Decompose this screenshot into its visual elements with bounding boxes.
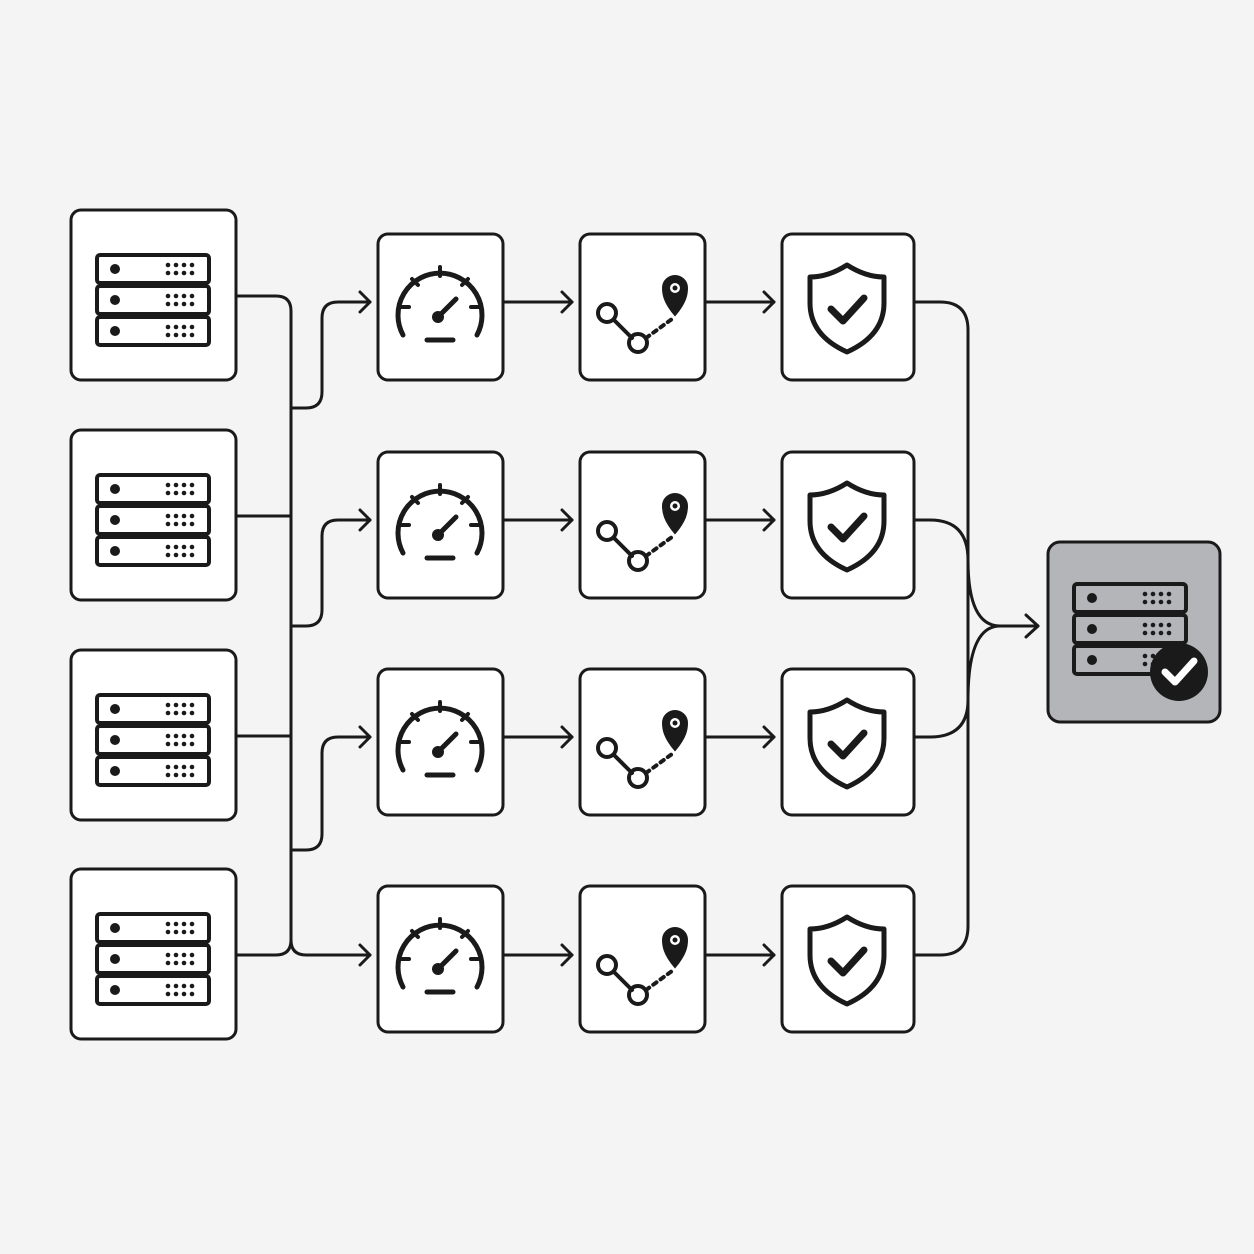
arrowhead — [358, 290, 372, 314]
pipeline-row-2 — [376, 450, 916, 600]
connector-arrow — [289, 300, 372, 410]
speed-card — [376, 232, 505, 382]
arrowhead — [1024, 613, 1040, 639]
bus-to-gauge-connectors — [289, 290, 372, 967]
pipeline-row-1 — [376, 232, 916, 382]
arrowhead — [560, 290, 574, 314]
source-connectors — [236, 294, 293, 957]
source-server-card-3 — [69, 648, 238, 822]
speed-card — [376, 667, 505, 817]
arrowhead — [762, 290, 776, 314]
source-bus-line — [236, 294, 293, 957]
source-server-card-2 — [69, 428, 238, 602]
merge-link-3 — [912, 624, 1002, 739]
arrowhead — [560, 943, 574, 967]
merge-connectors — [912, 300, 1040, 957]
pipeline-row-3 — [376, 667, 916, 817]
arrowhead — [560, 725, 574, 749]
merge-link-2 — [912, 518, 1040, 628]
security-card — [780, 884, 916, 1034]
arrowhead — [358, 508, 372, 532]
step-arrows — [501, 290, 776, 967]
security-card — [780, 450, 916, 600]
speed-card — [376, 884, 505, 1034]
connector-arrow — [289, 735, 372, 852]
arrowhead — [762, 943, 776, 967]
arrowhead — [560, 508, 574, 532]
route-card — [578, 232, 707, 382]
connector-arrow — [289, 518, 372, 628]
arrowhead — [762, 508, 776, 532]
arrowhead — [762, 725, 776, 749]
security-card — [780, 232, 916, 382]
arrowhead — [358, 943, 372, 967]
connector-arrow — [289, 938, 372, 957]
source-server-card-1 — [69, 208, 238, 382]
arrowhead — [358, 725, 372, 749]
route-card — [578, 450, 707, 600]
security-card — [780, 667, 916, 817]
server-verified-icon — [1072, 582, 1208, 701]
merge-bus-line — [912, 300, 970, 957]
source-server-card-4 — [69, 867, 238, 1041]
route-card — [578, 667, 707, 817]
pipeline-row-4 — [376, 884, 916, 1034]
route-card — [578, 884, 707, 1034]
target-server-card — [1046, 540, 1222, 724]
speed-card — [376, 450, 505, 600]
